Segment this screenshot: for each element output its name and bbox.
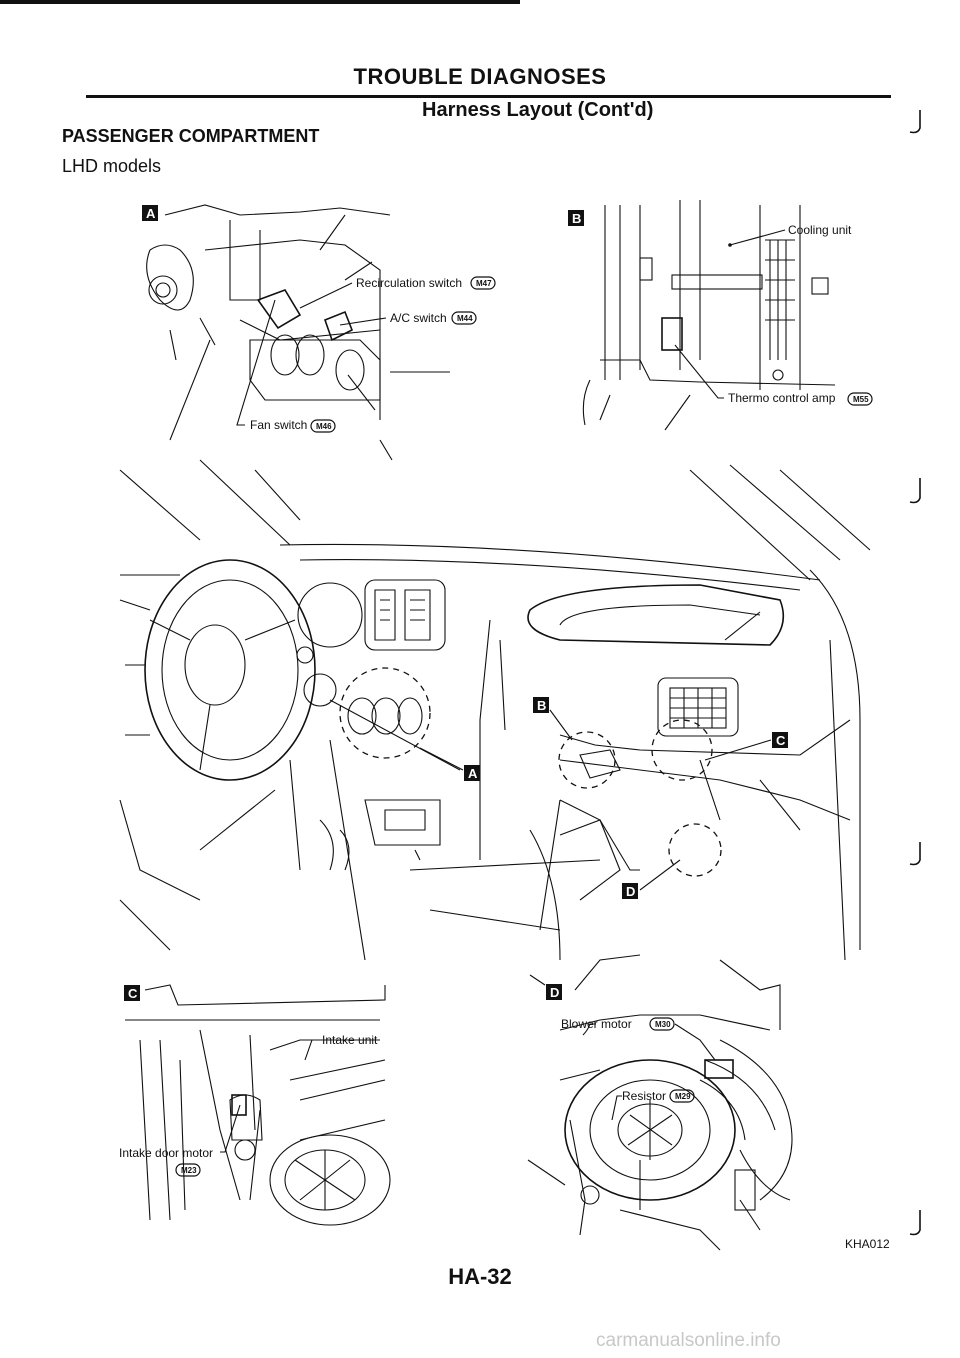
margin-marks: [909, 110, 921, 1236]
main-callout-d-letter: D: [626, 884, 635, 899]
callout-d-letter: D: [550, 985, 559, 1000]
watermark: carmanualsonline.info: [596, 1330, 781, 1351]
cooling-unit-label: Cooling unit: [788, 223, 852, 237]
intake-door-motor-connector: M23: [181, 1166, 197, 1175]
main-callout-a-box: [464, 765, 480, 781]
main-callout-b-box: [533, 697, 549, 713]
thermo-control-amp-label: Thermo control amp: [728, 391, 836, 405]
main-callout-c-box: [772, 732, 788, 748]
margin-mark-4: [909, 1210, 921, 1236]
margin-mark-1: [909, 110, 921, 134]
resistor-label: Resistor: [622, 1089, 666, 1103]
panel-a-control-switches: A Recirculation switch M47 A/C switch M4…: [142, 204, 496, 461]
intake-door-motor-label: Intake door motor: [119, 1146, 213, 1160]
callout-a-box: [142, 205, 158, 221]
panel-c-intake-unit: C Intake unit Intake door motor M23: [119, 984, 391, 1226]
callout-d-box: [546, 984, 562, 1000]
thermo-control-amp-connector: M55: [853, 395, 869, 404]
page-subtitle: Harness Layout (Cont'd): [422, 99, 654, 121]
ac-switch-connector: M44: [457, 314, 473, 323]
page-number: HA-32: [448, 1264, 512, 1289]
callout-b-letter: B: [572, 211, 581, 226]
callout-a-letter: A: [146, 206, 156, 221]
blower-motor-label: Blower motor: [561, 1017, 632, 1031]
ac-switch-label: A/C switch: [390, 311, 447, 325]
fan-switch-label: Fan switch: [250, 418, 307, 432]
margin-mark-3: [909, 842, 921, 866]
title-rule: [86, 95, 891, 98]
intake-unit-label: Intake unit: [322, 1033, 378, 1047]
panel-d-blower-motor: D Blower motor M30 Resistor M29: [527, 954, 793, 1251]
margin-mark-2: [909, 478, 921, 504]
main-callout-c-letter: C: [776, 733, 786, 748]
top-border-line: [0, 0, 520, 4]
steering-wheel: [144, 559, 316, 781]
main-callout-a-letter: A: [468, 766, 478, 781]
fan-switch-connector: M46: [316, 422, 332, 431]
callout-b-box: [568, 210, 584, 226]
callout-c-letter: C: [128, 986, 138, 1001]
page-title: TROUBLE DIAGNOSES: [353, 64, 607, 89]
recirculation-switch-label: Recirculation switch: [356, 276, 462, 290]
callout-c-box: [124, 985, 140, 1001]
main-callout-d-box: [622, 883, 638, 899]
models-label: LHD models: [62, 156, 162, 176]
main-callout-b-letter: B: [537, 698, 546, 713]
recirculation-switch-connector: M47: [476, 279, 492, 288]
main-dashboard-view: B A C D: [119, 459, 871, 961]
resistor-connector: M29: [675, 1092, 691, 1101]
section-heading: PASSENGER COMPARTMENT: [62, 126, 320, 146]
panel-b-cooling-unit: B Cooling unit Thermo control amp M55: [568, 200, 873, 431]
blower-motor-connector: M30: [655, 1020, 671, 1029]
figure-code: KHA012: [845, 1237, 890, 1251]
